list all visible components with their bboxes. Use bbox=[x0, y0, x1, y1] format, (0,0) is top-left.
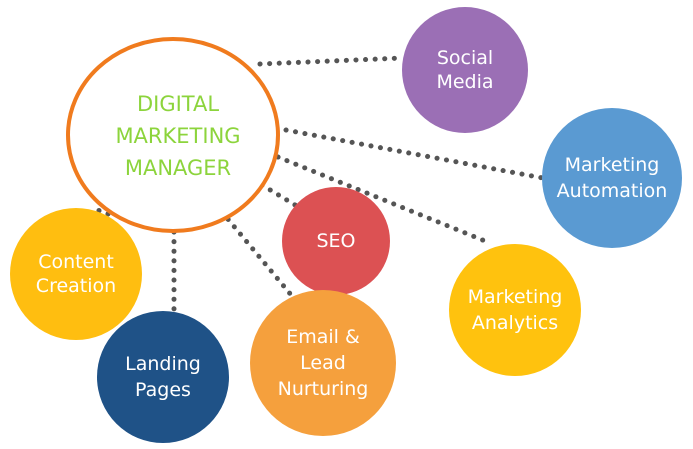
satellite-nodes: SocialMediaMarketingAutomationSEOMarketi… bbox=[10, 7, 682, 443]
node-label-social-media-line-2: Media bbox=[436, 71, 493, 93]
connector-marketing-analytics bbox=[275, 154, 493, 246]
center-title-line-3: MANAGER bbox=[125, 156, 231, 180]
node-label-landing-pages-line-2: Pages bbox=[135, 379, 191, 401]
node-circle-email-lead-nurturing bbox=[250, 290, 396, 436]
node-seo: SEO bbox=[282, 187, 390, 295]
node-label-social-media-line-1: Social bbox=[437, 47, 493, 69]
node-circle-content-creation bbox=[10, 208, 142, 340]
node-circle-marketing-automation bbox=[542, 108, 682, 248]
connector-marketing-automation bbox=[283, 127, 546, 181]
node-label-marketing-analytics-line-1: Marketing bbox=[468, 286, 563, 308]
node-circle-social-media bbox=[402, 7, 528, 133]
node-label-content-creation-line-1: Content bbox=[38, 251, 114, 273]
node-label-marketing-automation-line-1: Marketing bbox=[565, 154, 660, 176]
node-circle-landing-pages bbox=[97, 311, 229, 443]
node-label-email-lead-nurturing-line-2: Lead bbox=[300, 352, 346, 374]
connector-content-creation bbox=[92, 206, 111, 217]
connector-email-lead-nurturing bbox=[219, 209, 295, 299]
center-title-line-2: MARKETING bbox=[115, 124, 240, 148]
node-label-email-lead-nurturing-line-3: Nurturing bbox=[278, 378, 369, 400]
node-label-email-lead-nurturing-line-1: Email & bbox=[286, 326, 360, 348]
node-label-marketing-analytics-line-2: Analytics bbox=[472, 312, 558, 334]
node-circle-seo bbox=[282, 187, 390, 295]
center-node: DIGITAL MARKETING MANAGER bbox=[66, 37, 280, 233]
node-label-seo-line-1: SEO bbox=[316, 230, 355, 252]
connector-social-media bbox=[257, 55, 405, 67]
node-label-marketing-automation-line-2: Automation bbox=[557, 180, 668, 202]
node-circle-marketing-analytics bbox=[449, 244, 581, 376]
center-title-line-1: DIGITAL bbox=[137, 92, 219, 116]
node-label-landing-pages-line-1: Landing bbox=[125, 353, 201, 375]
center-ring bbox=[66, 37, 280, 233]
node-label-content-creation-line-2: Creation bbox=[36, 275, 116, 297]
